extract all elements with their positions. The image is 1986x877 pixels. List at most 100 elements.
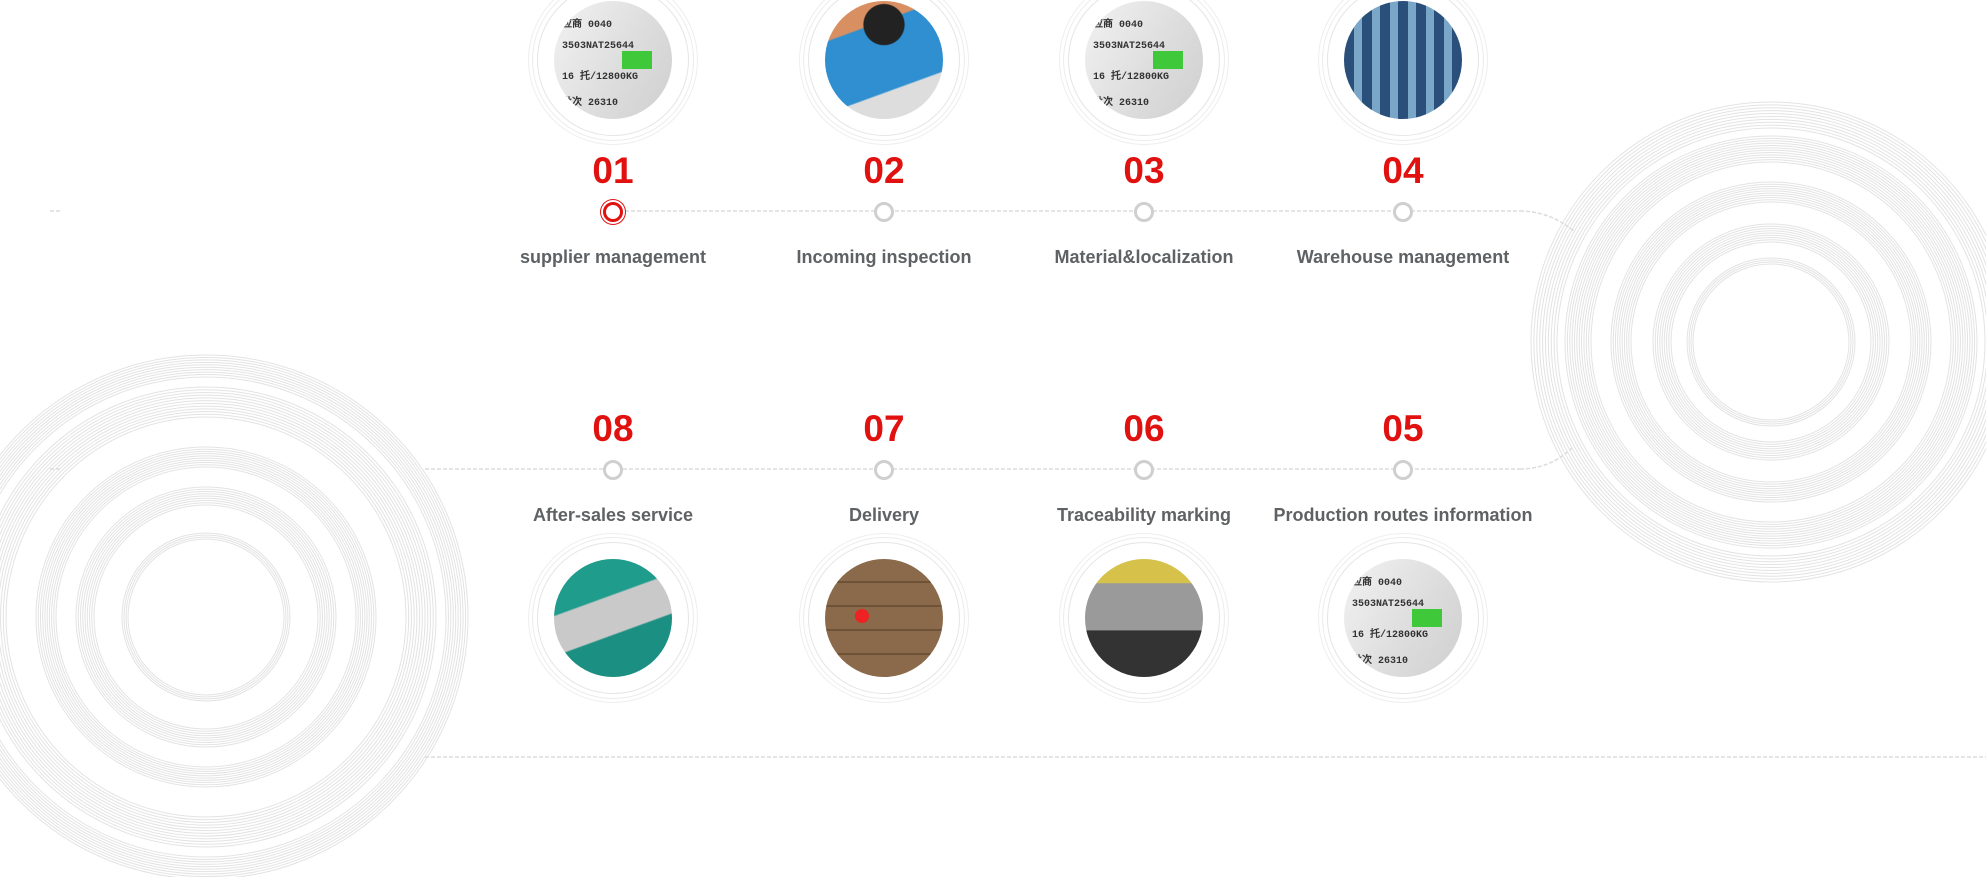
- ring: [1666, 237, 1876, 447]
- ring: [1547, 118, 1986, 566]
- step-image-frame: [808, 0, 960, 136]
- sheet-text: 应商 0040: [1093, 20, 1144, 31]
- ring: [125, 536, 287, 698]
- ring: [1686, 257, 1856, 427]
- ring: [1530, 101, 1986, 583]
- handheld-scanner-image: [825, 1, 943, 119]
- timeline-node[interactable]: [874, 202, 894, 222]
- ring: [1588, 159, 1954, 525]
- ring: [127, 538, 285, 696]
- ring: [1621, 192, 1921, 492]
- step-number: 05: [1382, 408, 1424, 449]
- pass-sticker: [1153, 51, 1183, 69]
- ring: [1612, 183, 1930, 501]
- step-label: Production routes information: [1273, 505, 1533, 525]
- step-number: 06: [1123, 408, 1165, 449]
- ring: [0, 371, 452, 863]
- ring: [5, 416, 407, 818]
- ring: [1545, 116, 1986, 568]
- ring: [1533, 104, 1986, 580]
- ring: [1661, 232, 1881, 452]
- ring: [1610, 181, 1932, 503]
- step-image-frame: [537, 542, 689, 694]
- ring: [1617, 188, 1925, 496]
- step-label: Traceability marking: [1056, 505, 1232, 525]
- ring: [51, 462, 361, 772]
- ring: [0, 394, 429, 840]
- step-label: Incoming inspection: [796, 247, 972, 267]
- ring: [1581, 152, 1961, 532]
- ring: [0, 400, 423, 834]
- concentric-rings-left: [0, 354, 469, 877]
- ring: [1573, 144, 1969, 540]
- ring: [0, 369, 454, 865]
- ring: [89, 500, 323, 734]
- warehouse-shelves-image: [1344, 1, 1462, 119]
- ring: [1571, 142, 1971, 542]
- ring: [2, 413, 410, 821]
- ring: [0, 405, 418, 829]
- ring: [0, 376, 447, 858]
- sheet-text: 批次 26310: [562, 98, 619, 109]
- timeline-node[interactable]: [603, 460, 623, 480]
- step-number: 07: [863, 408, 905, 449]
- ring: [1668, 239, 1874, 445]
- ring: [0, 359, 464, 875]
- ring: [1542, 113, 1986, 571]
- sheet-text: 批次 26310: [1352, 656, 1409, 667]
- ring: [75, 486, 337, 748]
- ring: [1585, 156, 1957, 528]
- ring: [0, 392, 431, 842]
- ring: [1536, 107, 1986, 577]
- ring: [0, 364, 459, 870]
- step-label: Warehouse management: [1296, 247, 1510, 267]
- ring: [44, 455, 368, 779]
- step-image-frame: [808, 542, 960, 694]
- ring: [0, 386, 437, 848]
- ring: [0, 411, 412, 823]
- ring: [1670, 241, 1872, 443]
- step-label: supplier management: [519, 247, 707, 267]
- ring: [91, 502, 321, 732]
- ring: [0, 408, 415, 826]
- ring: [55, 466, 357, 768]
- timeline-node[interactable]: [1393, 202, 1413, 222]
- sheet-text: 16 托/12800KG: [1093, 72, 1170, 83]
- timeline-path: [50, 210, 1986, 758]
- ring: [1652, 223, 1890, 461]
- step-label: Material&localization: [1054, 247, 1234, 267]
- timeline-node[interactable]: [874, 460, 894, 480]
- ring: [1657, 228, 1885, 456]
- braided-hose-image: [554, 559, 672, 677]
- timeline-node[interactable]: [1134, 202, 1154, 222]
- ring: [1654, 225, 1888, 459]
- ring: [1553, 124, 1986, 560]
- sheet-text: 应商 0040: [562, 20, 613, 31]
- step-number: 01: [592, 150, 634, 191]
- ring: [0, 354, 469, 877]
- pass-sticker: [1412, 609, 1442, 627]
- ring: [1659, 230, 1883, 454]
- timeline-node[interactable]: [603, 202, 623, 222]
- step-image-frame: [1068, 542, 1220, 694]
- timeline-node[interactable]: [1134, 460, 1154, 480]
- ring: [86, 497, 326, 737]
- ring: [1569, 140, 1973, 544]
- ring: [1630, 201, 1912, 483]
- ring: [1556, 127, 1986, 557]
- ring: [1663, 234, 1879, 450]
- timeline-node[interactable]: [1393, 460, 1413, 480]
- ring: [1576, 147, 1966, 537]
- ring: [84, 495, 328, 739]
- sheet-text: 3503NAT25644: [562, 41, 635, 52]
- step-number: 03: [1123, 150, 1165, 191]
- ring: [0, 361, 462, 873]
- step-label: Delivery: [848, 505, 920, 525]
- ring: [1539, 110, 1986, 574]
- ring: [0, 397, 426, 837]
